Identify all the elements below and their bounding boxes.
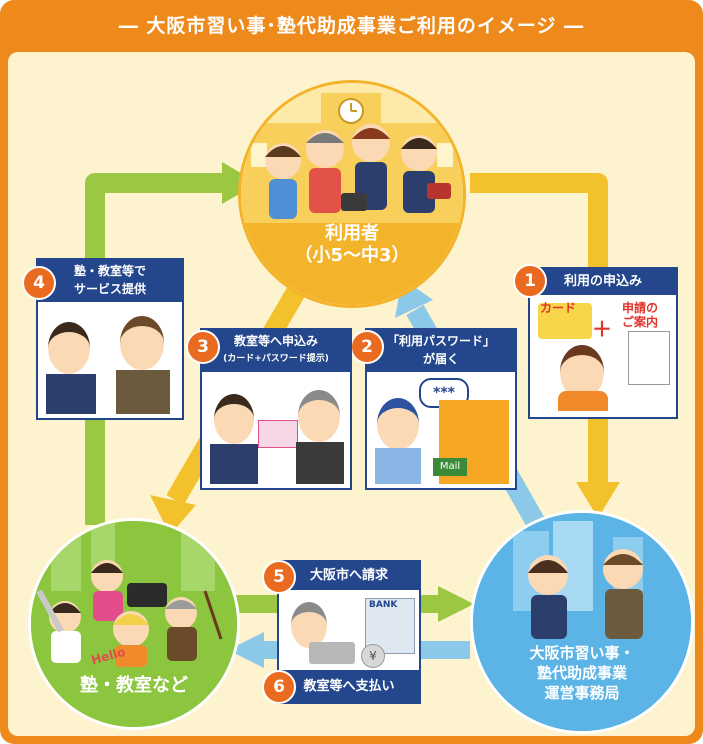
title-bar	[0, 0, 703, 52]
customer-figure	[214, 394, 254, 444]
arrow-head-to-office-green	[438, 586, 474, 622]
carrier-body	[375, 448, 421, 484]
application-document	[628, 331, 670, 385]
step-1-title: 利用の申込み	[530, 269, 676, 295]
step-2-title-line2: が届く	[422, 352, 459, 366]
student-body	[46, 374, 96, 414]
mail-carrier	[377, 398, 419, 450]
users-node: 利用者 （小5～中3）	[238, 80, 466, 308]
step-6-box: 教室等へ支払い	[277, 670, 421, 704]
step-2-title-line1: 「利用パスワード」	[386, 334, 495, 348]
password-card	[258, 420, 298, 448]
users-illustration	[241, 83, 463, 305]
page-title: ― 大阪市習い事･塾代助成事業ご利用のイメージ ―	[118, 15, 585, 37]
parent-figure	[560, 345, 604, 399]
step-1-number: 1	[513, 264, 547, 298]
schools-illustration	[31, 521, 237, 727]
card-label: カード	[540, 301, 577, 315]
bank-label: BANK	[369, 600, 398, 610]
office-node: 大阪市習い事・ 塾代助成事業 運営事務局	[470, 510, 694, 734]
clerk-figure	[291, 602, 327, 648]
teacher-figure	[298, 390, 340, 442]
step-1-box: 利用の申込み カード ＋ 申請の ご案内	[528, 267, 678, 419]
step-3-title-line1: 教室等へ申込み	[233, 334, 318, 348]
office-label-line2: 塾代助成事業	[536, 664, 627, 682]
step-6-number: 6	[262, 670, 296, 704]
users-label: 利用者	[325, 223, 379, 244]
step-4-number: 4	[22, 266, 56, 300]
step-5-title: 大阪市へ請求	[279, 562, 419, 590]
step-2-number: 2	[350, 330, 384, 364]
step-1-apron	[558, 391, 608, 411]
step-4-box: 塾・教室等で サービス提供	[36, 258, 184, 420]
step-4-title-line1: 塾・教室等で	[73, 264, 146, 278]
schools-node: Hello 塾・教室など	[28, 518, 240, 730]
teacher-body	[296, 442, 344, 484]
arrow-head-to-office	[576, 482, 620, 518]
step-5-box: 大阪市へ請求 BANK ¥	[277, 560, 421, 672]
office-label-line1: 大阪市習い事・	[529, 644, 635, 662]
student-figure	[48, 322, 90, 374]
yen-coin: ¥	[361, 644, 385, 668]
step-3-number: 3	[186, 330, 220, 364]
tutor-figure	[120, 316, 164, 370]
doc-label-line2: ご案内	[622, 315, 659, 329]
step-3-title-line2: (カード+パスワード提示)	[223, 354, 329, 364]
arrow-head-to-schools-blue	[228, 632, 264, 668]
step-5-number: 5	[262, 560, 296, 594]
step-6-title: 教室等へ支払い	[279, 672, 419, 702]
office-label-line3: 運営事務局	[544, 684, 620, 702]
office-illustration	[473, 513, 691, 731]
mailbox-label: Mail	[433, 458, 467, 476]
step-4-title-line2: サービス提供	[73, 282, 146, 296]
arrow-head-to-schools	[150, 495, 196, 535]
customer-body	[210, 444, 258, 484]
users-grade-range: （小5～中3）	[294, 245, 410, 266]
schools-label: 塾・教室など	[80, 675, 188, 696]
laptop	[309, 642, 355, 664]
doc-label-line1: 申請の	[622, 301, 659, 315]
card-graphic	[538, 303, 592, 339]
tutor-body	[116, 370, 170, 414]
step-3-box: 教室等へ申込み (カード+パスワード提示)	[200, 328, 352, 490]
step-2-box: 「利用パスワード」 が届く *** Mail	[365, 328, 517, 490]
plus-icon: ＋	[592, 317, 612, 341]
